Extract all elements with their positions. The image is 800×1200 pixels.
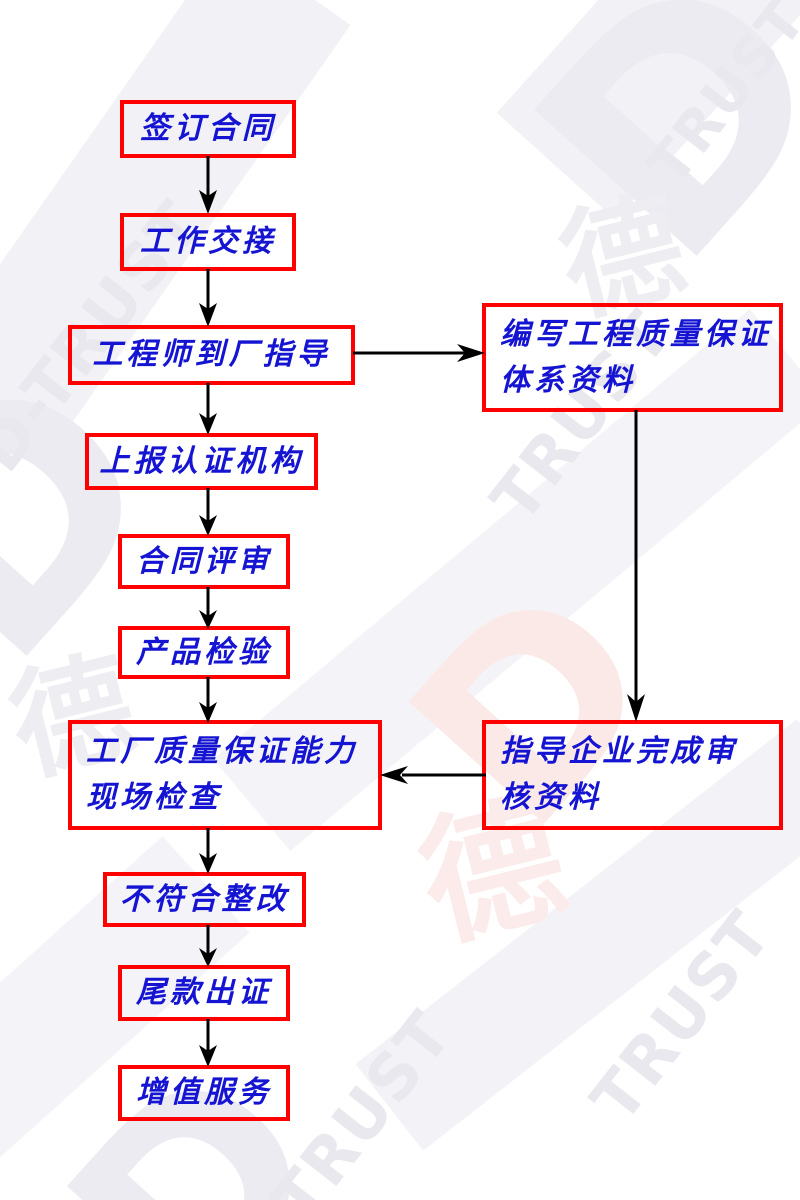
edge-work-handover-to-engineer-guidance — [196, 269, 220, 329]
edge-factory-inspection-to-rectification — [196, 828, 220, 876]
node-engineer-onsite-guidance[interactable]: 工程师到厂指导 — [68, 325, 355, 385]
node-label: 工厂质量保证能力 — [86, 734, 358, 769]
node-label: 增值服务 — [136, 1075, 272, 1111]
edge-write-quality-docs-to-guide-enterprise — [624, 410, 648, 724]
edge-guide-enterprise-to-factory-inspection — [380, 763, 486, 787]
edge-sign-contract-to-work-handover — [196, 156, 220, 216]
edge-contract-review-to-product-inspection — [196, 587, 220, 631]
edge-report-body-to-contract-review — [196, 488, 220, 538]
node-label: 体系资料 — [500, 362, 636, 398]
node-write-quality-assurance-docs[interactable]: 编写工程质量保证 体系资料 — [482, 303, 783, 412]
edge-final-payment-to-value-added-service — [196, 1019, 220, 1069]
node-label: 签订合同 — [140, 111, 276, 147]
node-label: 核资料 — [500, 780, 602, 815]
node-guide-enterprise-audit-docs[interactable]: 指导企业完成审 核资料 — [482, 720, 783, 830]
node-final-payment-certificate[interactable]: 尾款出证 — [118, 965, 290, 1021]
node-value-added-service[interactable]: 增值服务 — [118, 1065, 290, 1121]
node-label: 上报认证机构 — [99, 443, 304, 479]
node-label: 尾款出证 — [136, 975, 272, 1011]
edge-engineer-guidance-to-report-body — [196, 383, 220, 437]
node-label: 合同评审 — [136, 543, 272, 579]
node-product-inspection[interactable]: 产品检验 — [118, 626, 290, 679]
node-work-handover[interactable]: 工作交接 — [120, 213, 296, 271]
node-sign-contract[interactable]: 签订合同 — [120, 100, 296, 158]
edge-rectification-to-final-payment — [196, 925, 220, 969]
edge-engineer-guidance-to-write-quality-docs — [353, 341, 487, 365]
node-contract-review[interactable]: 合同评审 — [118, 534, 290, 589]
node-label: 现场检查 — [86, 780, 222, 815]
node-factory-quality-capability-inspection[interactable]: 工厂质量保证能力 现场检查 — [68, 720, 382, 830]
node-label: 指导企业完成审 — [500, 734, 738, 769]
node-label: 编写工程质量保证 — [500, 316, 772, 352]
node-label: 产品检验 — [136, 634, 272, 670]
node-label: 工作交接 — [140, 224, 276, 260]
edge-product-inspection-to-factory-inspection — [196, 677, 220, 725]
node-label: 工程师到厂指导 — [92, 337, 331, 373]
node-report-to-certification-body[interactable]: 上报认证机构 — [85, 433, 318, 490]
node-label: 不符合整改 — [119, 881, 290, 917]
node-nonconformity-rectification[interactable]: 不符合整改 — [103, 872, 306, 927]
